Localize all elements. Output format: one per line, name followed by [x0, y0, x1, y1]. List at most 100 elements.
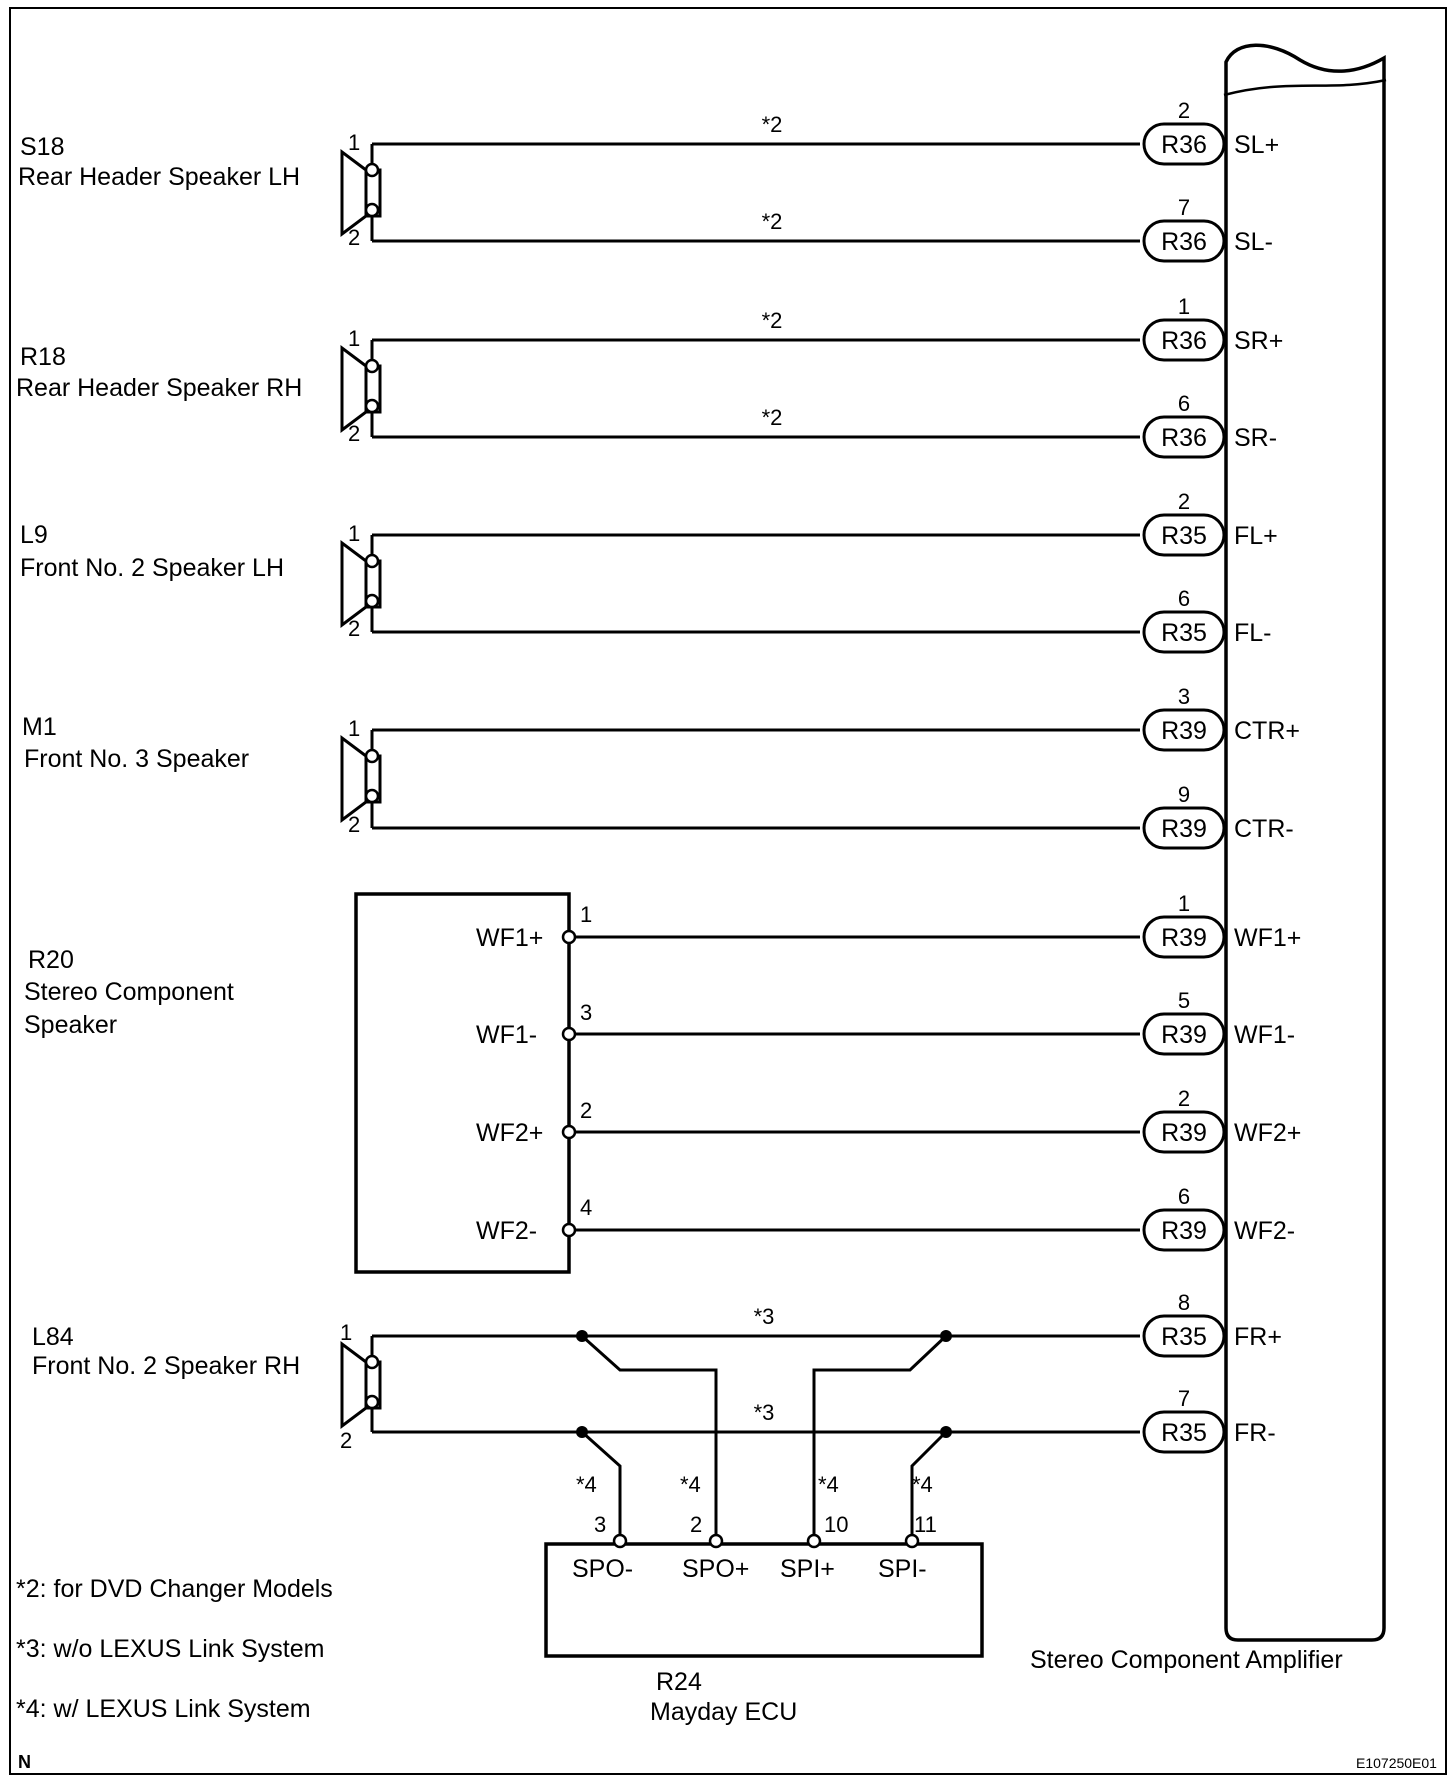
- wire-note: *2: [762, 308, 783, 333]
- connector-pin: 5: [1178, 988, 1190, 1013]
- connector-label: R36: [1161, 131, 1207, 159]
- connector-pill: [1142, 610, 1226, 654]
- svg-text:SPO-: SPO-: [572, 1555, 633, 1583]
- svg-text:4: 4: [580, 1195, 592, 1220]
- svg-text:WF2-: WF2-: [476, 1217, 537, 1245]
- component-name: Rear Header Speaker RH: [16, 374, 302, 402]
- r20-box: [354, 892, 571, 1274]
- svg-text:*4: *4: [576, 1472, 597, 1497]
- component-name-line1: Stereo Component: [24, 978, 234, 1006]
- connector-label: R39: [1161, 1021, 1207, 1049]
- connector-pill: [1142, 219, 1226, 263]
- speaker-r20: R20 Stereo Component Speaker WF1+ 1 WF1-…: [24, 892, 1140, 1274]
- connector-pill: [1142, 1110, 1226, 1154]
- connector-pin: 2: [1178, 489, 1190, 514]
- component-code: R20: [28, 946, 74, 974]
- figure-id: E107250E01: [1356, 1755, 1437, 1771]
- amplifier-inner-line: [1223, 78, 1387, 97]
- signal-label: WF2-: [1234, 1217, 1295, 1245]
- ecu-r24: R24 Mayday ECU SPO- 3 *4 SPO+ 2 *4 SPI+ …: [544, 1472, 984, 1726]
- amplifier-connectors: R362SL+*2R367SL-*2R361SR+*2R366SR-*2R352…: [754, 98, 1301, 1454]
- connector-label: R36: [1161, 228, 1207, 256]
- wire-note: *2: [762, 405, 783, 430]
- signal-label: FR+: [1234, 1323, 1282, 1351]
- signal-label: SR-: [1234, 424, 1277, 452]
- ecu-terminal-spi-minus: SPI- 11 *4: [878, 1472, 937, 1583]
- signal-label: WF2+: [1234, 1119, 1301, 1147]
- speaker-m1: M1 Front No. 3 Speaker 1 2: [22, 713, 1140, 837]
- signal-label: WF1+: [1234, 924, 1301, 952]
- connector-label: R39: [1161, 815, 1207, 843]
- connector-pill: [1142, 513, 1226, 557]
- svg-text:1: 1: [348, 716, 360, 741]
- component-code: L9: [20, 521, 48, 549]
- svg-text:3: 3: [594, 1512, 606, 1537]
- connector-pin: 7: [1178, 195, 1190, 220]
- svg-text:1: 1: [348, 130, 360, 155]
- svg-text:1: 1: [348, 521, 360, 546]
- note-2: *2: for DVD Changer Models: [16, 1575, 333, 1603]
- r20-terminal-4: WF2- 4: [476, 1195, 1140, 1245]
- ecu-terminal-spo-plus: SPO+ 2 *4: [680, 1472, 749, 1583]
- svg-text:11: 11: [914, 1512, 937, 1537]
- r20-terminal-3: WF1- 3: [476, 1000, 1140, 1049]
- signal-label: CTR-: [1234, 815, 1294, 843]
- svg-text:SPI-: SPI-: [878, 1555, 927, 1583]
- r20-terminal-2: WF2+ 2: [476, 1098, 1140, 1147]
- connector-pin: 2: [1178, 1086, 1190, 1111]
- component-code: R24: [656, 1668, 702, 1696]
- connector-pin: 1: [1178, 294, 1190, 319]
- connector-pin: 6: [1178, 586, 1190, 611]
- wire-note: *2: [762, 112, 783, 137]
- svg-text:2: 2: [340, 1428, 352, 1453]
- connector-label: R39: [1161, 717, 1207, 745]
- component-name: Front No. 2 Speaker LH: [20, 554, 284, 582]
- connector-label: R39: [1161, 924, 1207, 952]
- connector-pill: [1142, 1410, 1226, 1454]
- component-code: M1: [22, 713, 57, 741]
- connector-pin: 7: [1178, 1386, 1190, 1411]
- svg-text:2: 2: [348, 812, 360, 837]
- connector-pin: 6: [1178, 1184, 1190, 1209]
- svg-text:2: 2: [348, 616, 360, 641]
- wire-note: *3: [754, 1400, 775, 1425]
- connector-pill: [1142, 708, 1226, 752]
- signal-label: WF1-: [1234, 1021, 1295, 1049]
- component-name: Mayday ECU: [650, 1698, 797, 1726]
- svg-text:2: 2: [580, 1098, 592, 1123]
- svg-text:*4: *4: [912, 1472, 933, 1497]
- signal-label: SR+: [1234, 327, 1283, 355]
- component-code: L84: [32, 1323, 74, 1351]
- connector-label: R35: [1161, 619, 1207, 647]
- component-code: R18: [20, 343, 66, 371]
- connector-pin: 9: [1178, 782, 1190, 807]
- signal-label: CTR+: [1234, 717, 1300, 745]
- connector-pin: 2: [1178, 98, 1190, 123]
- connector-pill: [1142, 1208, 1226, 1252]
- speaker-l84: L84 Front No. 2 Speaker RH 1 2: [32, 1320, 1140, 1540]
- connector-pin: 6: [1178, 391, 1190, 416]
- speaker-r18: R18 Rear Header Speaker RH 1 2: [16, 326, 1140, 446]
- connector-label: R39: [1161, 1217, 1207, 1245]
- component-code: S18: [20, 133, 64, 161]
- signal-label: FR-: [1234, 1419, 1276, 1447]
- connector-pill: [1142, 122, 1226, 166]
- svg-text:1: 1: [340, 1320, 352, 1345]
- component-name: Front No. 3 Speaker: [24, 745, 249, 773]
- amplifier-name: Stereo Component Amplifier: [1030, 1646, 1343, 1674]
- connector-label: R35: [1161, 1323, 1207, 1351]
- component-name: Front No. 2 Speaker RH: [32, 1352, 300, 1380]
- svg-text:2: 2: [348, 421, 360, 446]
- signal-label: SL+: [1234, 131, 1279, 159]
- note-4: *4: w/ LEXUS Link System: [16, 1695, 311, 1723]
- svg-text:*4: *4: [818, 1472, 839, 1497]
- ecu-box: [544, 1542, 984, 1658]
- speaker-l9: L9 Front No. 2 Speaker LH 1 2: [20, 521, 1140, 641]
- connector-label: R36: [1161, 327, 1207, 355]
- wire-note: *3: [754, 1304, 775, 1329]
- connector-label: R39: [1161, 1119, 1207, 1147]
- connector-pill: [1142, 806, 1226, 850]
- connector-pin: 1: [1178, 891, 1190, 916]
- diagram-frame: [9, 7, 1447, 1775]
